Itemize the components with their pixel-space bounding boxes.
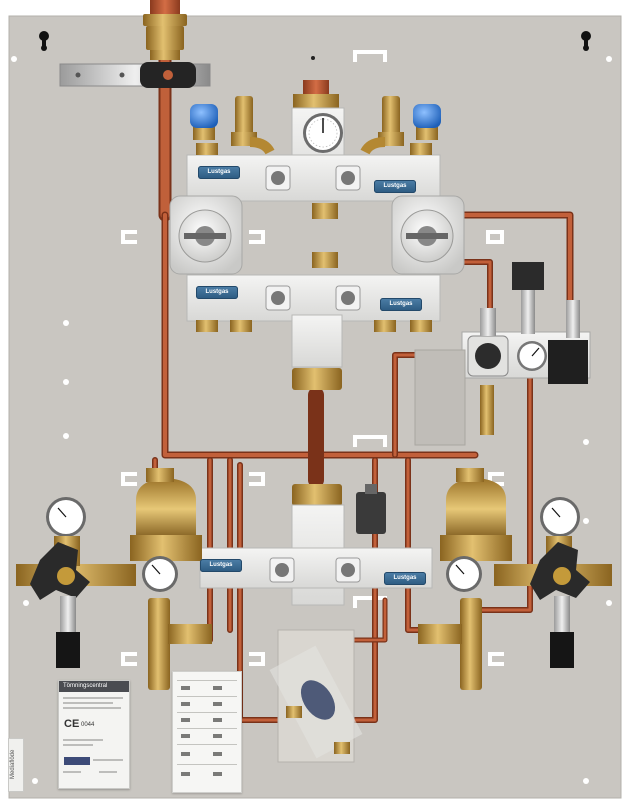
top-center-stub bbox=[303, 80, 329, 96]
regulator-left bbox=[169, 195, 243, 275]
pressure-gauge-icon bbox=[446, 556, 482, 592]
nameplate-title: Tömningscentral bbox=[59, 681, 129, 692]
lower-t-fitting-left bbox=[148, 598, 212, 690]
blue-cap-left bbox=[190, 104, 218, 140]
check-valve bbox=[356, 492, 386, 534]
valve-label: Lustgas bbox=[374, 180, 416, 193]
sensor-body bbox=[512, 262, 544, 290]
center-coupling bbox=[292, 368, 342, 390]
side-tag-text: Mediaflöde bbox=[10, 749, 16, 779]
small-hole-top bbox=[311, 56, 315, 60]
valve-label: Lustgas bbox=[384, 572, 426, 585]
panel-edge bbox=[8, 15, 622, 799]
pressure-gauge-icon bbox=[46, 497, 86, 537]
sensor-stem bbox=[521, 290, 535, 334]
ce-mark: CE bbox=[64, 718, 80, 730]
lower-t-fitting-right bbox=[418, 598, 482, 690]
center-vertical-block bbox=[291, 314, 343, 368]
brass-nuts-lower bbox=[196, 143, 432, 332]
cover-plate bbox=[414, 349, 466, 446]
notified-body-number: 0044 bbox=[81, 722, 95, 728]
valve-label: Lustgas bbox=[198, 166, 240, 179]
keyhole-slot-right bbox=[581, 31, 591, 51]
relief-valve-left bbox=[231, 96, 275, 155]
blue-cap-right bbox=[413, 104, 441, 140]
connector-block bbox=[548, 340, 588, 384]
flow-indicator bbox=[269, 645, 363, 759]
cylinder-connection-right[interactable] bbox=[494, 536, 612, 668]
cylinder-connection-left[interactable] bbox=[16, 536, 136, 668]
inlet-copper-pipe bbox=[150, 0, 180, 16]
manufacturer-logo-icon bbox=[64, 757, 90, 765]
inlet-nut bbox=[146, 26, 184, 50]
pressure-gauge-icon bbox=[142, 556, 178, 592]
inlet-nut-2 bbox=[150, 50, 180, 60]
inlet-coupling bbox=[143, 14, 187, 26]
valve-label: Lustgas bbox=[196, 286, 238, 299]
dome-regulator-left bbox=[130, 468, 202, 561]
nameplate: Tömningscentral CE 0044 bbox=[58, 680, 130, 789]
side-tag: Mediaflöde bbox=[8, 738, 24, 792]
dome-regulator-right bbox=[440, 468, 512, 561]
regulator-right bbox=[391, 195, 465, 275]
pressure-gauge-icon bbox=[540, 497, 580, 537]
instruction-sheet bbox=[172, 671, 242, 793]
keyhole-slot-left bbox=[39, 31, 49, 51]
mounting-holes bbox=[11, 56, 612, 784]
relief-valve-right bbox=[360, 96, 404, 155]
pressure-gauge-icon bbox=[303, 113, 343, 153]
lower-center-coupling bbox=[292, 484, 342, 506]
valve-label: Lustgas bbox=[200, 559, 242, 572]
pressure-gauge-icon bbox=[517, 341, 547, 371]
top-center-nut bbox=[293, 94, 339, 110]
valve-label: Lustgas bbox=[380, 298, 422, 311]
bracket-clips bbox=[121, 50, 504, 666]
